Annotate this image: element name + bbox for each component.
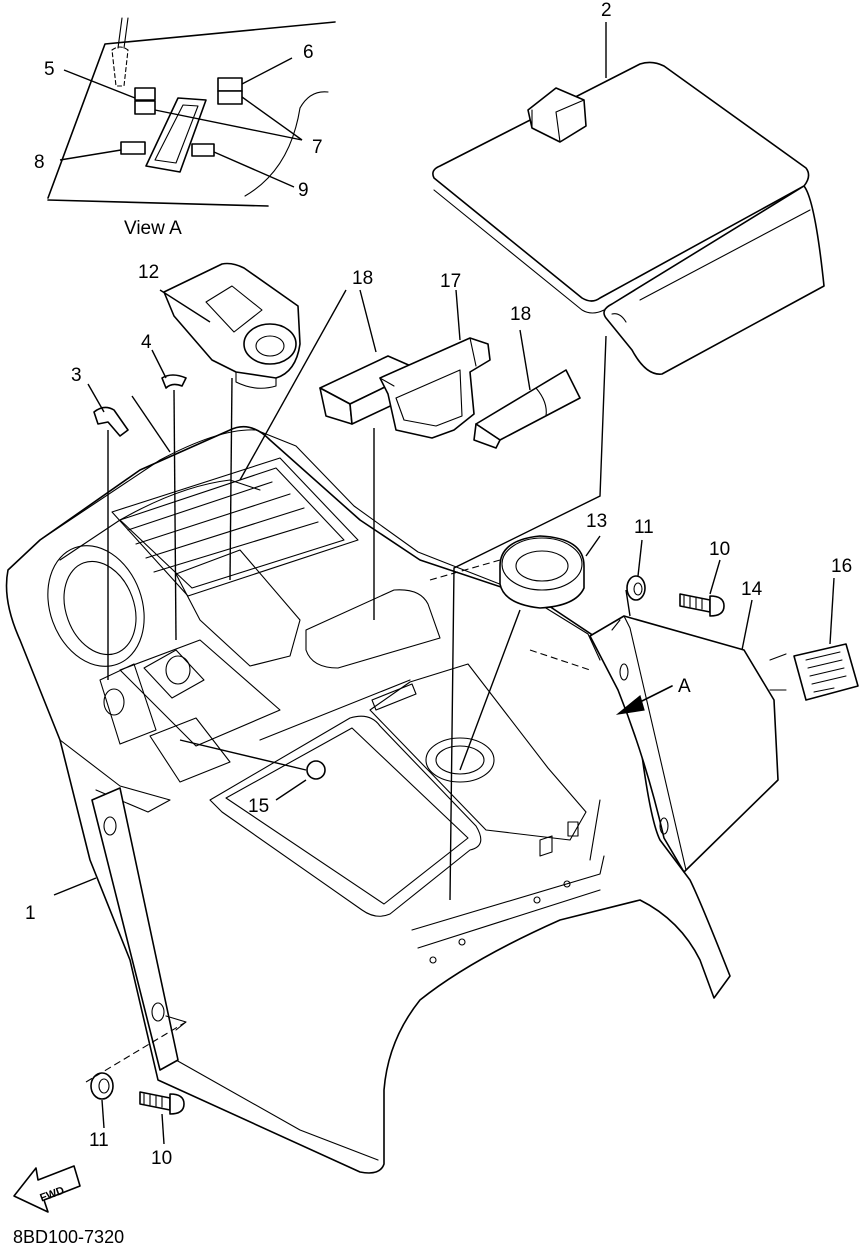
callout-4: 4 [141, 332, 152, 353]
callout-9: 9 [298, 180, 309, 201]
main-console-body-1 [5, 425, 731, 1174]
callout-1: 1 [25, 903, 36, 924]
grommet-13 [499, 535, 585, 609]
side-panel-14 [589, 615, 779, 873]
clip-5-lower [134, 100, 156, 115]
callout-5: 5 [44, 59, 55, 80]
callout-10-right: 10 [709, 539, 730, 560]
plug-15 [306, 760, 326, 780]
fwd-arrow-icon [13, 1165, 81, 1213]
view-a-label: View A [124, 218, 182, 239]
callout-8: 8 [34, 152, 45, 173]
callout-12: 12 [138, 262, 159, 283]
callout-2: 2 [601, 0, 612, 21]
clip-5-upper [134, 87, 156, 101]
clip-6-lower [217, 90, 243, 105]
callout-15: 15 [248, 796, 269, 817]
callout-7: 7 [312, 137, 323, 158]
callout-18-right: 18 [510, 304, 531, 325]
drawing-code: 8BD100-7320 [13, 1227, 124, 1247]
callout-14: 14 [741, 579, 763, 600]
grommet-11-left [90, 1072, 114, 1100]
view-a-arrow [615, 685, 673, 715]
callout-16: 16 [831, 556, 852, 577]
console-side-flange [91, 787, 179, 1071]
callout-11-left: 11 [89, 1130, 109, 1151]
clip-4 [161, 374, 187, 389]
arrow-a-label: A [678, 676, 691, 697]
pad-18-right [473, 369, 581, 449]
clip-3 [93, 406, 129, 437]
callout-11-right: 11 [634, 517, 654, 538]
clip-9 [191, 143, 215, 157]
bracket-17 [379, 337, 491, 439]
storage-box-lid [432, 61, 825, 375]
clip-6-upper [217, 77, 243, 92]
callout-6: 6 [303, 42, 314, 63]
view-a-slot [145, 97, 207, 173]
callout-13: 13 [586, 511, 607, 532]
view-a-inset [47, 17, 336, 207]
bolt-10-right [679, 593, 725, 617]
clip-8 [120, 141, 146, 155]
bolt-10-left [139, 1091, 185, 1115]
callout-10-left: 10 [151, 1148, 172, 1169]
label-16 [769, 643, 859, 701]
callout-18-left: 18 [352, 268, 373, 289]
callout-3: 3 [71, 365, 82, 386]
cup-holder-12 [163, 262, 301, 389]
leader-lines [53, 22, 835, 1145]
grommet-11-right [626, 575, 646, 601]
callout-17: 17 [440, 271, 461, 292]
